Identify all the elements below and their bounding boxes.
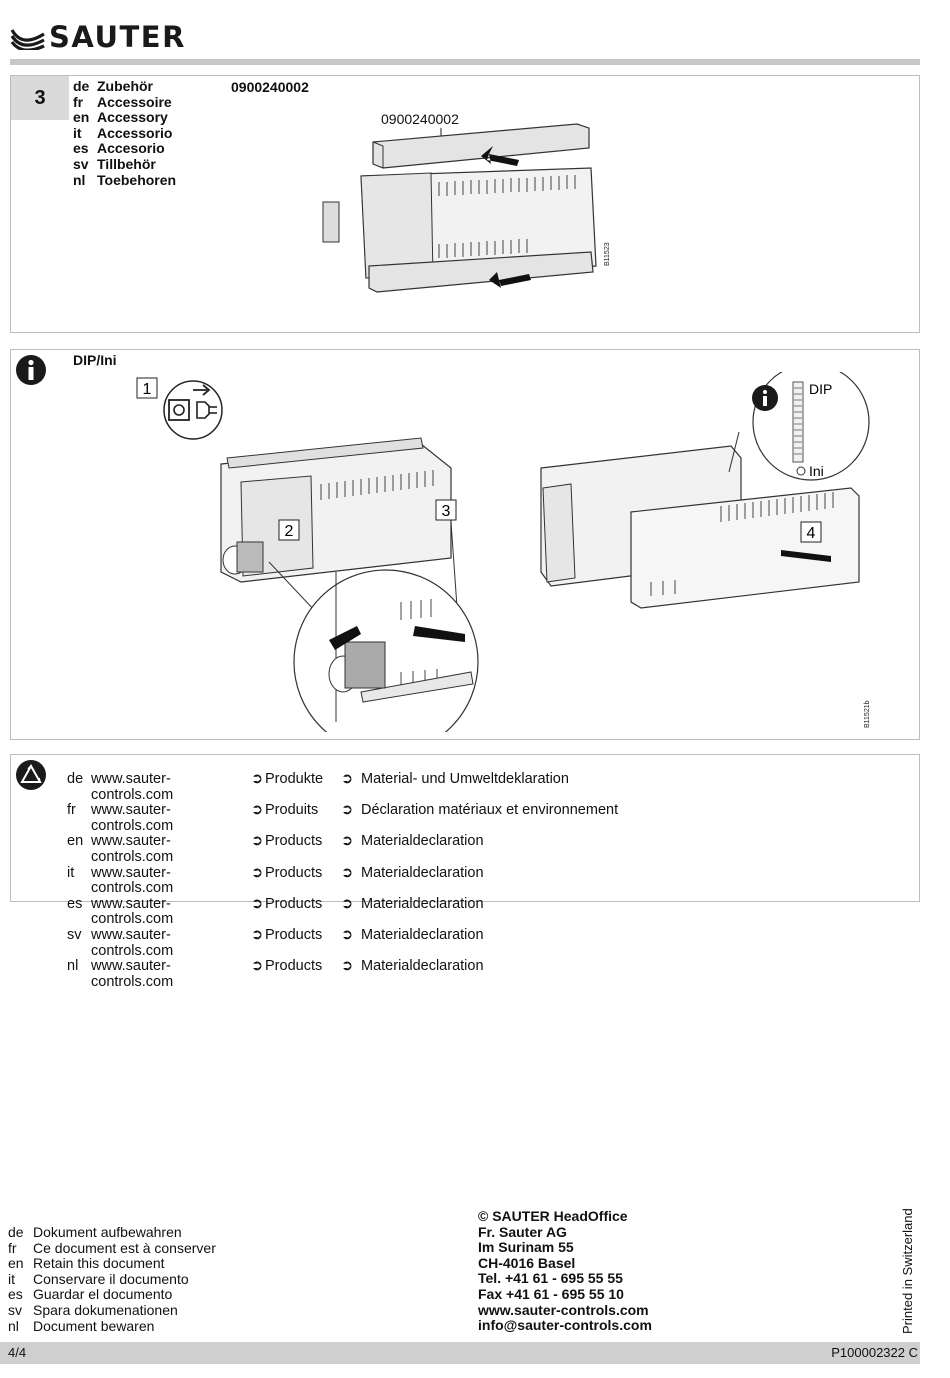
step-3-label: 3 xyxy=(442,503,451,520)
website-link[interactable]: www.sauter-controls.com xyxy=(91,802,174,834)
website-link[interactable]: www.sauter-controls.com xyxy=(91,895,174,928)
callout-part-number: 0900240002 xyxy=(381,111,459,127)
step-number-badge: 3 xyxy=(11,76,69,120)
part-number: 0900240002 xyxy=(231,79,309,95)
info-icon-small xyxy=(752,385,778,411)
telephone: Tel. +41 61 - 695 55 55 xyxy=(478,1270,623,1287)
street-address: Im Surinam 55 xyxy=(478,1239,574,1256)
material-declaration-panel: de www.sauter-controls.com ➲ Produkte ➲ … xyxy=(10,754,920,990)
arrow-right-icon: ➲ xyxy=(341,771,354,787)
ini-label: Ini xyxy=(809,463,824,479)
printed-in-note: Printed in Switzerland xyxy=(900,1208,915,1334)
dip-ini-title: DIP/Ini xyxy=(73,352,117,368)
page-number: 4/4 xyxy=(8,1345,27,1360)
website-link[interactable]: www.sauter-controls.com xyxy=(91,926,174,959)
arrow-right-icon: ➲ xyxy=(341,958,354,975)
document-id: P100002322 C xyxy=(831,1345,918,1360)
brand-name: SAUTER xyxy=(49,20,186,54)
step-1-label: 1 xyxy=(143,381,152,398)
table-row: de www.sauter-controls.com ➲ Produkte ➲ … xyxy=(67,771,569,803)
table-row: it www.sauter-controls.com ➲ Products ➲ … xyxy=(67,864,484,897)
info-icon xyxy=(16,355,46,385)
footer-bar: 4/4 P100002322 C xyxy=(0,1342,920,1364)
website-link[interactable]: www.sauter-controls.com xyxy=(478,1301,649,1318)
arrow-right-icon: ➲ xyxy=(341,802,354,819)
arrow-right-icon: ➲ xyxy=(251,895,264,912)
step-2-label: 2 xyxy=(285,523,294,540)
table-row: es www.sauter-controls.com ➲ Products ➲ … xyxy=(67,895,484,928)
figure-code-label: B11521b xyxy=(864,700,871,728)
fax: Fax +41 61 - 695 55 10 xyxy=(478,1285,624,1302)
arrow-right-icon: ➲ xyxy=(341,895,354,912)
website-link[interactable]: www.sauter-controls.com xyxy=(91,771,174,803)
arrow-right-icon: ➲ xyxy=(251,771,264,787)
arrow-right-icon: ➲ xyxy=(251,926,264,943)
accessory-mounting-illustration: B11523 xyxy=(322,123,611,293)
figure-code-label: B11523 xyxy=(604,242,611,266)
table-row: sv www.sauter-controls.com ➲ Products ➲ … xyxy=(67,926,484,959)
sauter-logo: SAUTER xyxy=(10,20,186,54)
material-declaration-links: de www.sauter-controls.com ➲ Produkte ➲ … xyxy=(67,771,619,990)
dip-switch-label: DIP xyxy=(809,381,832,397)
arrow-right-icon: ➲ xyxy=(251,864,264,881)
website-link[interactable]: www.sauter-controls.com xyxy=(91,958,174,990)
arrow-right-icon: ➲ xyxy=(251,958,264,975)
company-name: Fr. Sauter AG xyxy=(478,1223,567,1240)
header-rule xyxy=(10,59,920,65)
company-address: © SAUTER HeadOffice Fr. Sauter AG Im Sur… xyxy=(478,1208,652,1334)
disconnect-power-icon xyxy=(163,380,223,440)
copyright-line: © SAUTER HeadOffice xyxy=(478,1208,628,1224)
website-link[interactable]: www.sauter-controls.com xyxy=(91,833,174,865)
table-row: en www.sauter-controls.com ➲ Products ➲ … xyxy=(67,833,484,865)
email-link[interactable]: info@sauter-controls.com xyxy=(478,1317,652,1334)
dip-ini-procedure-illustration: 1 2 3 xyxy=(136,372,871,732)
arrow-right-icon: ➲ xyxy=(251,802,264,819)
recycle-icon xyxy=(16,760,46,790)
website-link[interactable]: www.sauter-controls.com xyxy=(91,864,174,897)
arrow-right-icon: ➲ xyxy=(341,926,354,943)
table-row: nl www.sauter-controls.com ➲ Products ➲ … xyxy=(67,958,484,990)
table-row: fr www.sauter-controls.com ➲ Produits ➲ … xyxy=(67,802,619,834)
arrow-right-icon: ➲ xyxy=(341,864,354,881)
arrow-right-icon: ➲ xyxy=(251,833,264,850)
step-4-label: 4 xyxy=(807,525,816,542)
city-address: CH-4016 Basel xyxy=(478,1254,576,1271)
dip-ini-panel: DIP/Ini 1 2 3 xyxy=(10,349,920,740)
sauter-wave-logo-icon xyxy=(10,29,45,50)
arrow-right-icon: ➲ xyxy=(341,833,354,850)
